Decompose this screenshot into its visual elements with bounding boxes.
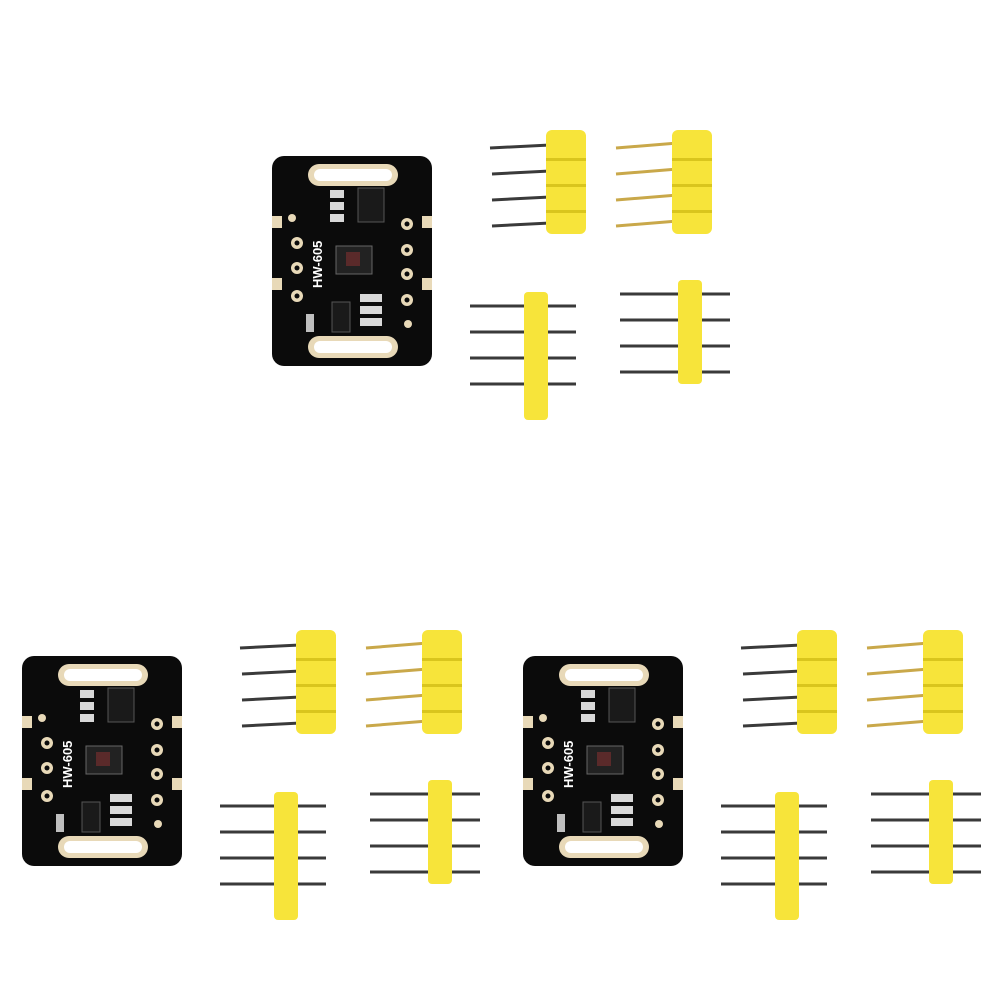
kit-bottom-right: HW-605 <box>521 628 991 928</box>
right-angle-header-2 <box>615 130 712 234</box>
straight-header-2 <box>620 280 730 384</box>
right-angle-header-2 <box>365 630 462 734</box>
kit-top: HW-605 <box>270 128 740 428</box>
pcb-board <box>22 656 182 866</box>
board-label: HW-605 <box>60 741 75 788</box>
pcb-board <box>523 656 683 866</box>
kit-bottom-left: HW-605 <box>20 628 490 928</box>
board-label: HW-605 <box>561 741 576 788</box>
right-angle-header-2 <box>866 630 963 734</box>
sensor-kit-image: HW-605 <box>523 630 981 920</box>
right-angle-header-1 <box>740 630 837 734</box>
sensor-kit-image: HW-605 <box>272 130 730 420</box>
straight-header-1 <box>220 792 326 920</box>
sensor-kit-image: HW-605 <box>22 630 480 920</box>
straight-header-1 <box>721 792 827 920</box>
right-angle-header-1 <box>489 130 586 234</box>
board-label: HW-605 <box>310 241 325 288</box>
straight-header-2 <box>370 780 480 884</box>
straight-header-1 <box>470 292 576 420</box>
pcb-board <box>272 156 432 366</box>
straight-header-2 <box>871 780 981 884</box>
right-angle-header-1 <box>239 630 336 734</box>
